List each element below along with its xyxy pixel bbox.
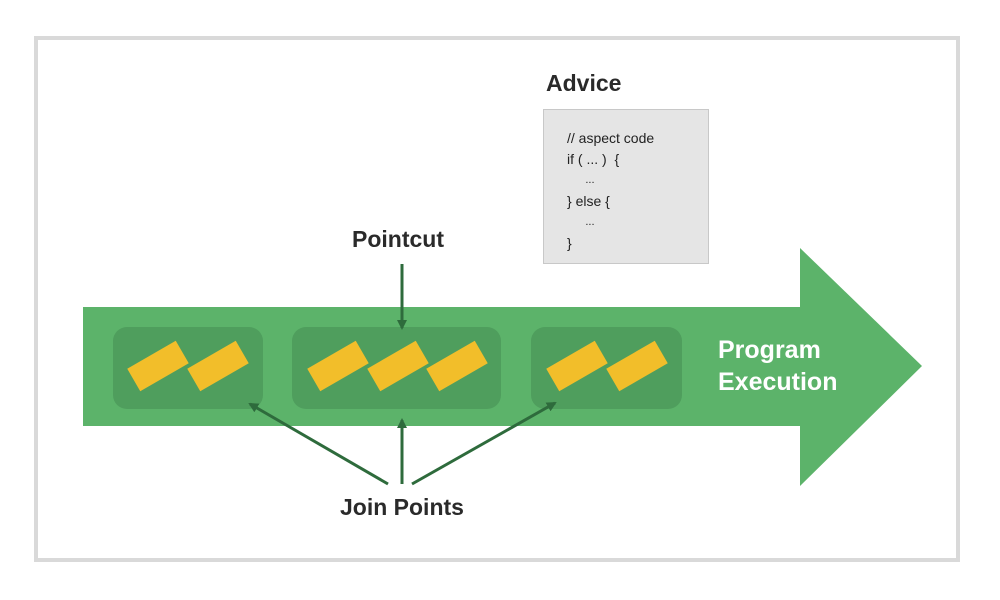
join-points-arrow-right	[411, 401, 557, 486]
program-execution-line-1: Program	[718, 336, 821, 364]
join-points-arrow-left	[248, 402, 389, 486]
code-line: }	[567, 235, 572, 251]
join-point-group-3	[546, 340, 668, 392]
pointcut-label: Pointcut	[352, 226, 444, 252]
join-point-group-2	[307, 340, 488, 392]
code-line: ...	[567, 216, 595, 228]
code-line: } else {	[567, 193, 610, 209]
join-point	[367, 340, 429, 392]
code-line: ...	[567, 174, 595, 186]
program-execution-arrow	[83, 248, 922, 486]
join-point	[426, 340, 488, 392]
advice-code-box: // aspect code if ( ... ) { ... } else {…	[543, 109, 709, 264]
join-point	[546, 340, 608, 392]
code-line: if ( ... ) {	[567, 151, 620, 167]
join-points-label: Join Points	[340, 494, 464, 520]
join-point	[606, 340, 668, 392]
advice-title: Advice	[546, 70, 622, 96]
code-line: // aspect code	[567, 130, 655, 146]
join-point	[127, 340, 189, 392]
program-execution-line-2: Execution	[718, 368, 838, 396]
join-point	[307, 340, 369, 392]
join-point	[187, 340, 249, 392]
join-point-group-1	[127, 340, 249, 392]
program-execution-label: Program Execution	[718, 334, 837, 398]
